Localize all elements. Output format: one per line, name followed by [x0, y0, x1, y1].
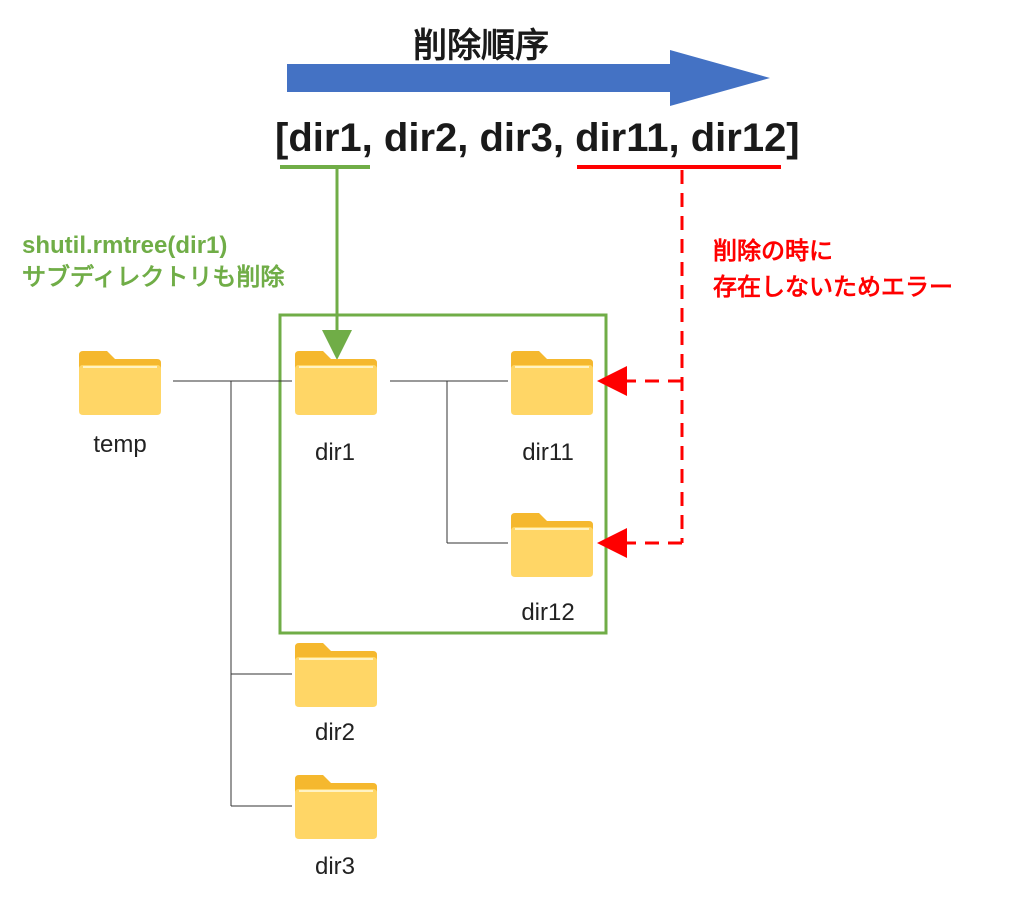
- deletion-order-title: 削除順序: [413, 27, 549, 65]
- folder-icon: [510, 512, 594, 578]
- deletion-order-list: [dir1, dir2, dir3, dir11, dir12]: [275, 116, 800, 160]
- error-note-line2: 存在しないためエラー: [713, 274, 953, 301]
- folder-label-dir3: dir3: [314, 853, 356, 880]
- folder-label-dir1: dir1: [314, 439, 356, 466]
- folder-icon: [294, 642, 378, 708]
- order-direction-arrow: [287, 50, 770, 106]
- folder-label-dir11: dir11: [522, 439, 574, 466]
- dir1-subtree-box: [278, 313, 608, 635]
- folder-label-dir2: dir2: [314, 719, 356, 746]
- error-note-line1: 削除の時に: [713, 238, 833, 265]
- error-note: 削除の時に 存在しないためエラー: [713, 234, 953, 306]
- folder-label-dir12: dir12: [521, 599, 575, 626]
- folder-icon: [78, 350, 162, 416]
- folder-icon: [294, 350, 378, 416]
- tree-lines: [173, 380, 508, 807]
- rmtree-note-line1: shutil.rmtree(dir1): [22, 232, 228, 259]
- rmtree-note-line2: サブディレクトリも削除: [22, 264, 285, 291]
- folder-icon: [294, 774, 378, 840]
- rmtree-note: shutil.rmtree(dir1) サブディレクトリも削除: [22, 230, 284, 294]
- folder-label-temp: temp: [93, 431, 147, 458]
- folder-icon: [510, 350, 594, 416]
